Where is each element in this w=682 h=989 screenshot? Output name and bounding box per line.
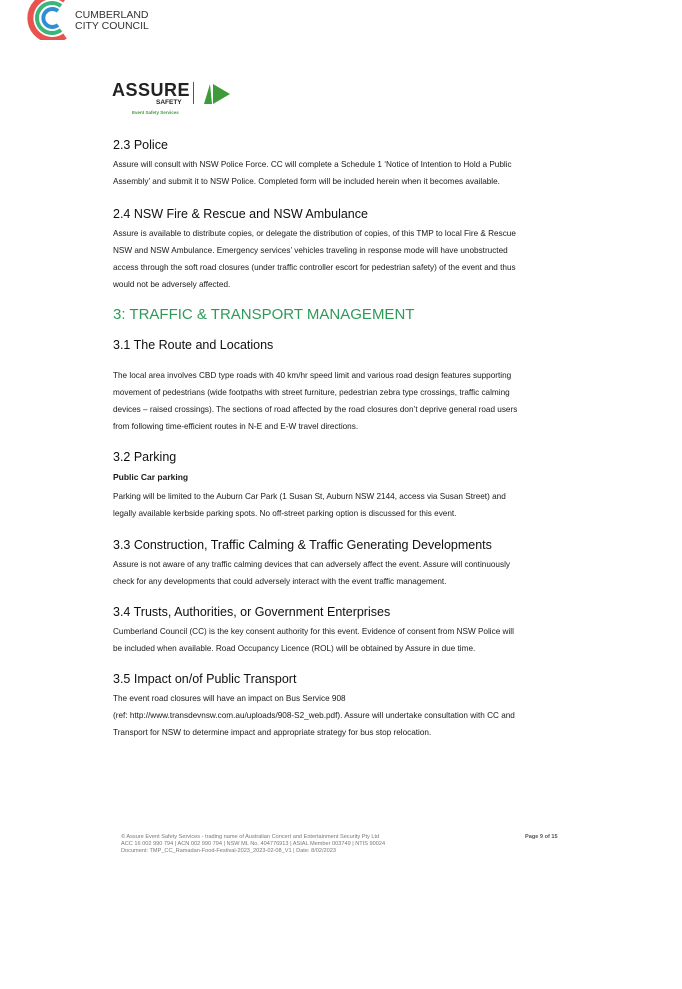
text-line: Parking will be limited to the Auburn Ca… [113, 492, 506, 501]
text-line: The event road closures will have an imp… [113, 694, 346, 703]
section-subheading: Public Car parking [113, 472, 189, 482]
text-line: Assembly’ and submit it to NSW Police. C… [113, 177, 500, 186]
text-line: Assure is not aware of any traffic calmi… [113, 560, 510, 569]
page-number: Page 9 of 15 [525, 834, 558, 840]
text-line: access through the soft road closures (u… [113, 263, 516, 272]
cumberland-logo: CUMBERLAND CITY COUNCIL [25, 0, 225, 48]
section-paragraph: Assure is not aware of any traffic calmi… [113, 556, 573, 590]
assure-logo: ASSURE SAFETY Event Safety Services [112, 80, 242, 120]
text-line: would not be adversely affected. [113, 280, 231, 289]
section-heading: 3.5 Impact on/of Public Transport [113, 672, 297, 686]
text-line: NSW and NSW Ambulance. Emergency service… [113, 246, 508, 255]
text-line: Document: TMP_CC_Ramadan-Food-Festival-2… [121, 848, 336, 854]
text-line: (ref: http://www.transdevnsw.com.au/uplo… [113, 711, 515, 720]
section-heading: 3.4 Trusts, Authorities, or Government E… [113, 605, 391, 619]
text-line: devices – raised crossings). The section… [113, 405, 518, 414]
section-paragraph: Cumberland Council (CC) is the key conse… [113, 623, 573, 657]
text-line: © Assure Event Safety Services - trading… [121, 834, 380, 840]
council-name-line2: CITY COUNCIL [75, 20, 149, 32]
text-line: legally available kerbside parking spots… [113, 509, 457, 518]
council-logo-icon [27, 0, 67, 40]
text-line: The local area involves CBD type roads w… [113, 371, 512, 380]
text-line: movement of pedestrians (wide footpaths … [113, 388, 510, 397]
section-heading: 3.2 Parking [113, 450, 177, 464]
text-line: Cumberland Council (CC) is the key conse… [113, 627, 514, 636]
section-heading: 3.3 Construction, Traffic Calming & Traf… [113, 538, 492, 552]
text-line: Assure will consult with NSW Police Forc… [113, 160, 512, 169]
assure-triangle-icon [204, 84, 230, 104]
text-line: from following time-efficient routes in … [113, 422, 359, 431]
assure-logo-text: ASSURE [112, 80, 191, 100]
text-line: Transport for NSW to determine impact an… [113, 728, 432, 737]
section-paragraph: The local area involves CBD type roads w… [113, 367, 573, 435]
section-paragraph: The event road closures will have an imp… [113, 690, 573, 741]
section-paragraph: Parking will be limited to the Auburn Ca… [113, 488, 573, 522]
footer-text: © Assure Event Safety Services - trading… [121, 834, 385, 855]
section-paragraph: Assure will consult with NSW Police Forc… [113, 156, 573, 190]
chapter-heading: 3: TRAFFIC & TRANSPORT MANAGEMENT [113, 306, 415, 323]
text-line: Assure is available to distribute copies… [113, 229, 516, 238]
assure-tagline: Event Safety Services [132, 110, 179, 115]
council-name-line1: CUMBERLAND [75, 9, 149, 21]
section-heading: 2.4 NSW Fire & Rescue and NSW Ambulance [113, 207, 368, 221]
text-line: check for any developments that could ad… [113, 577, 447, 586]
assure-logo-sub: SAFETY [156, 99, 182, 106]
section-heading: 2.3 Police [113, 138, 168, 152]
section-paragraph: Assure is available to distribute copies… [113, 225, 573, 293]
section-heading: 3.1 The Route and Locations [113, 338, 274, 352]
text-line: ACC 16 002 990 794 | ACN 002 990 794 | N… [121, 841, 386, 847]
text-line: be included when available. Road Occupan… [113, 644, 476, 653]
